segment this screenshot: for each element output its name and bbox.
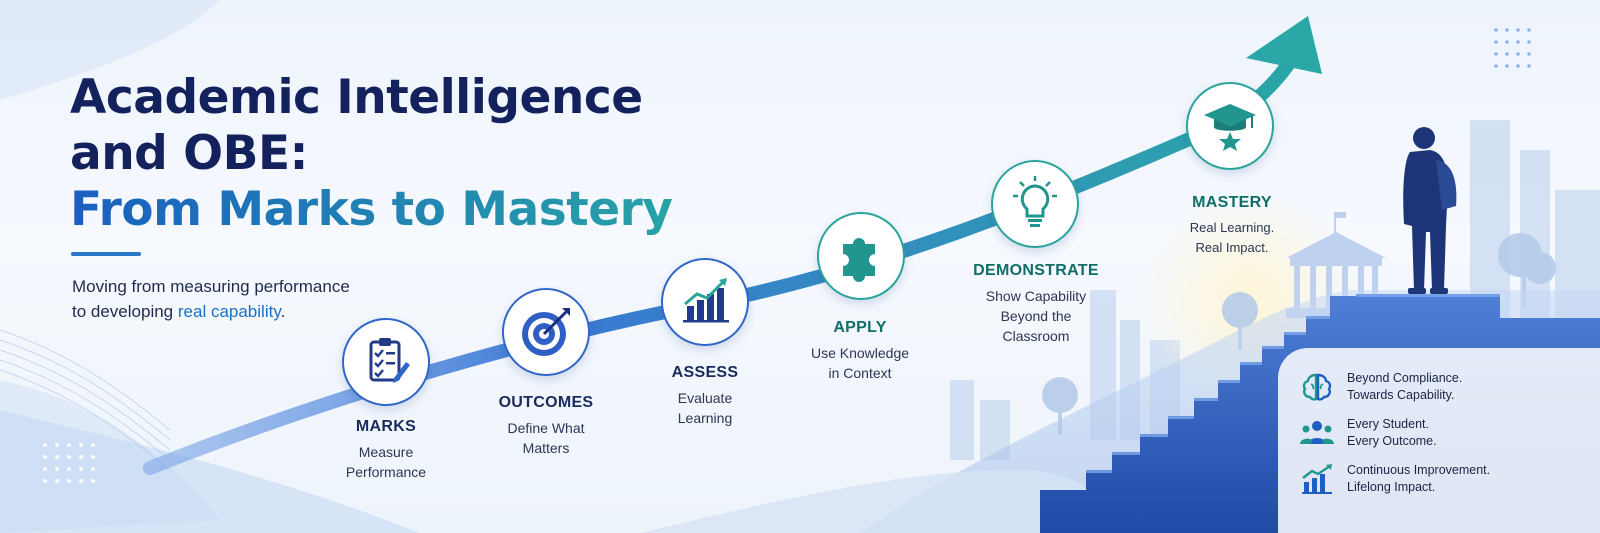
tagline: Moving from measuring performance to dev… bbox=[72, 274, 350, 324]
lightbulb-icon bbox=[991, 160, 1079, 248]
title-line-1: Academic Intelligence bbox=[70, 70, 643, 125]
page-title: Academic Intelligence and OBE: From Mark… bbox=[70, 70, 673, 238]
tagline-suffix: . bbox=[280, 302, 286, 321]
subtitle: From Marks to Mastery bbox=[70, 182, 673, 237]
panel-row-improvement: Continuous Improvement.Lifelong Impact. bbox=[1300, 462, 1600, 502]
panel-row-students: Every Student.Every Outcome. bbox=[1300, 416, 1600, 456]
panel-row-compliance: Beyond Compliance.Towards Capability. bbox=[1300, 370, 1600, 410]
graduation-cap-icon bbox=[1186, 82, 1274, 170]
panel-text: Beyond Compliance.Towards Capability. bbox=[1347, 371, 1463, 402]
panel-text: Every Student.Every Outcome. bbox=[1347, 417, 1437, 448]
growth-chart-icon bbox=[1302, 464, 1332, 494]
tagline-line-2-prefix: to developing bbox=[72, 302, 178, 321]
people-icon bbox=[1300, 421, 1334, 444]
puzzle-piece-icon bbox=[817, 212, 905, 300]
step-desc: Real Learning.Real Impact. bbox=[1189, 220, 1275, 255]
brain-icon bbox=[1302, 373, 1332, 401]
step-name: OUTCOMES bbox=[498, 394, 594, 411]
tagline-highlight: real capability bbox=[177, 302, 281, 321]
step-mastery: MASTERY Real Learning.Real Impact. bbox=[1142, 194, 1322, 258]
panel-text: Continuous Improvement.Lifelong Impact. bbox=[1347, 463, 1491, 494]
step-name: MARKS bbox=[355, 418, 417, 435]
title-underline bbox=[71, 252, 141, 256]
tagline-line-1: Moving from measuring performance bbox=[72, 277, 350, 296]
title-line-2: and OBE: bbox=[70, 126, 308, 181]
step-name: MASTERY bbox=[1192, 194, 1272, 211]
clipboard-checklist-icon bbox=[342, 318, 430, 406]
step-name: APPLY bbox=[833, 319, 887, 336]
target-icon bbox=[502, 288, 590, 376]
step-name: ASSESS bbox=[671, 364, 739, 381]
step-name: DEMONSTRATE bbox=[973, 262, 1099, 279]
bar-chart-icon bbox=[661, 258, 749, 346]
